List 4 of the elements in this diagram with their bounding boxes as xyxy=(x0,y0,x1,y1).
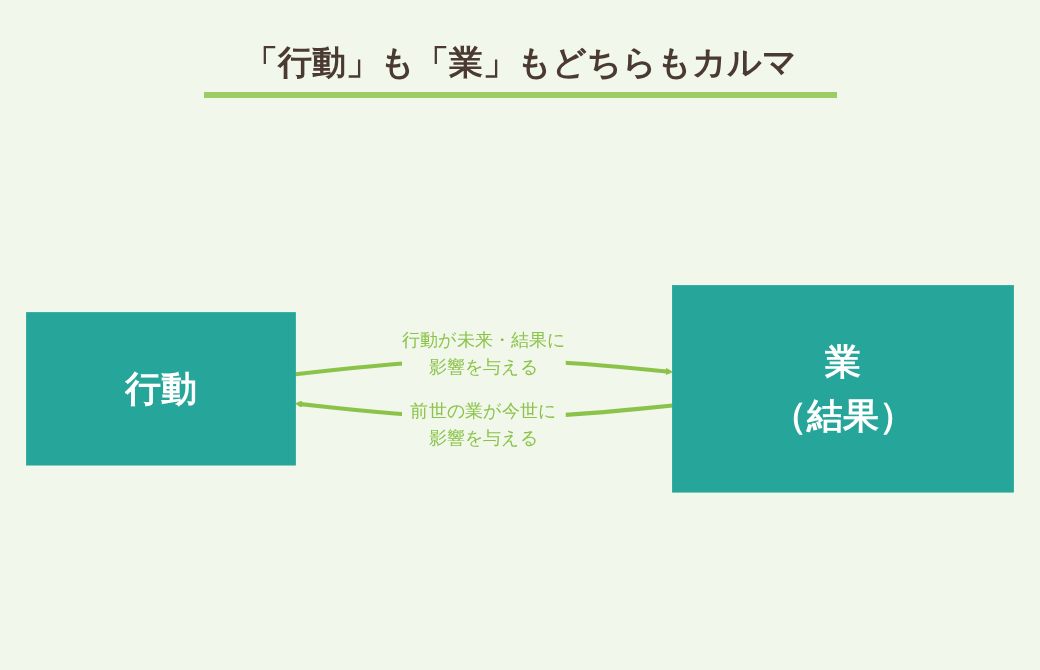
node-box: 業 （結果） xyxy=(672,285,1014,493)
title: 「行動」も「業」もどちらもカルマ xyxy=(203,40,837,98)
edge-label: 行動が未来・結果に影響を与える xyxy=(401,329,566,378)
edge-label: 前世の業が今世に影響を与える xyxy=(410,400,558,448)
